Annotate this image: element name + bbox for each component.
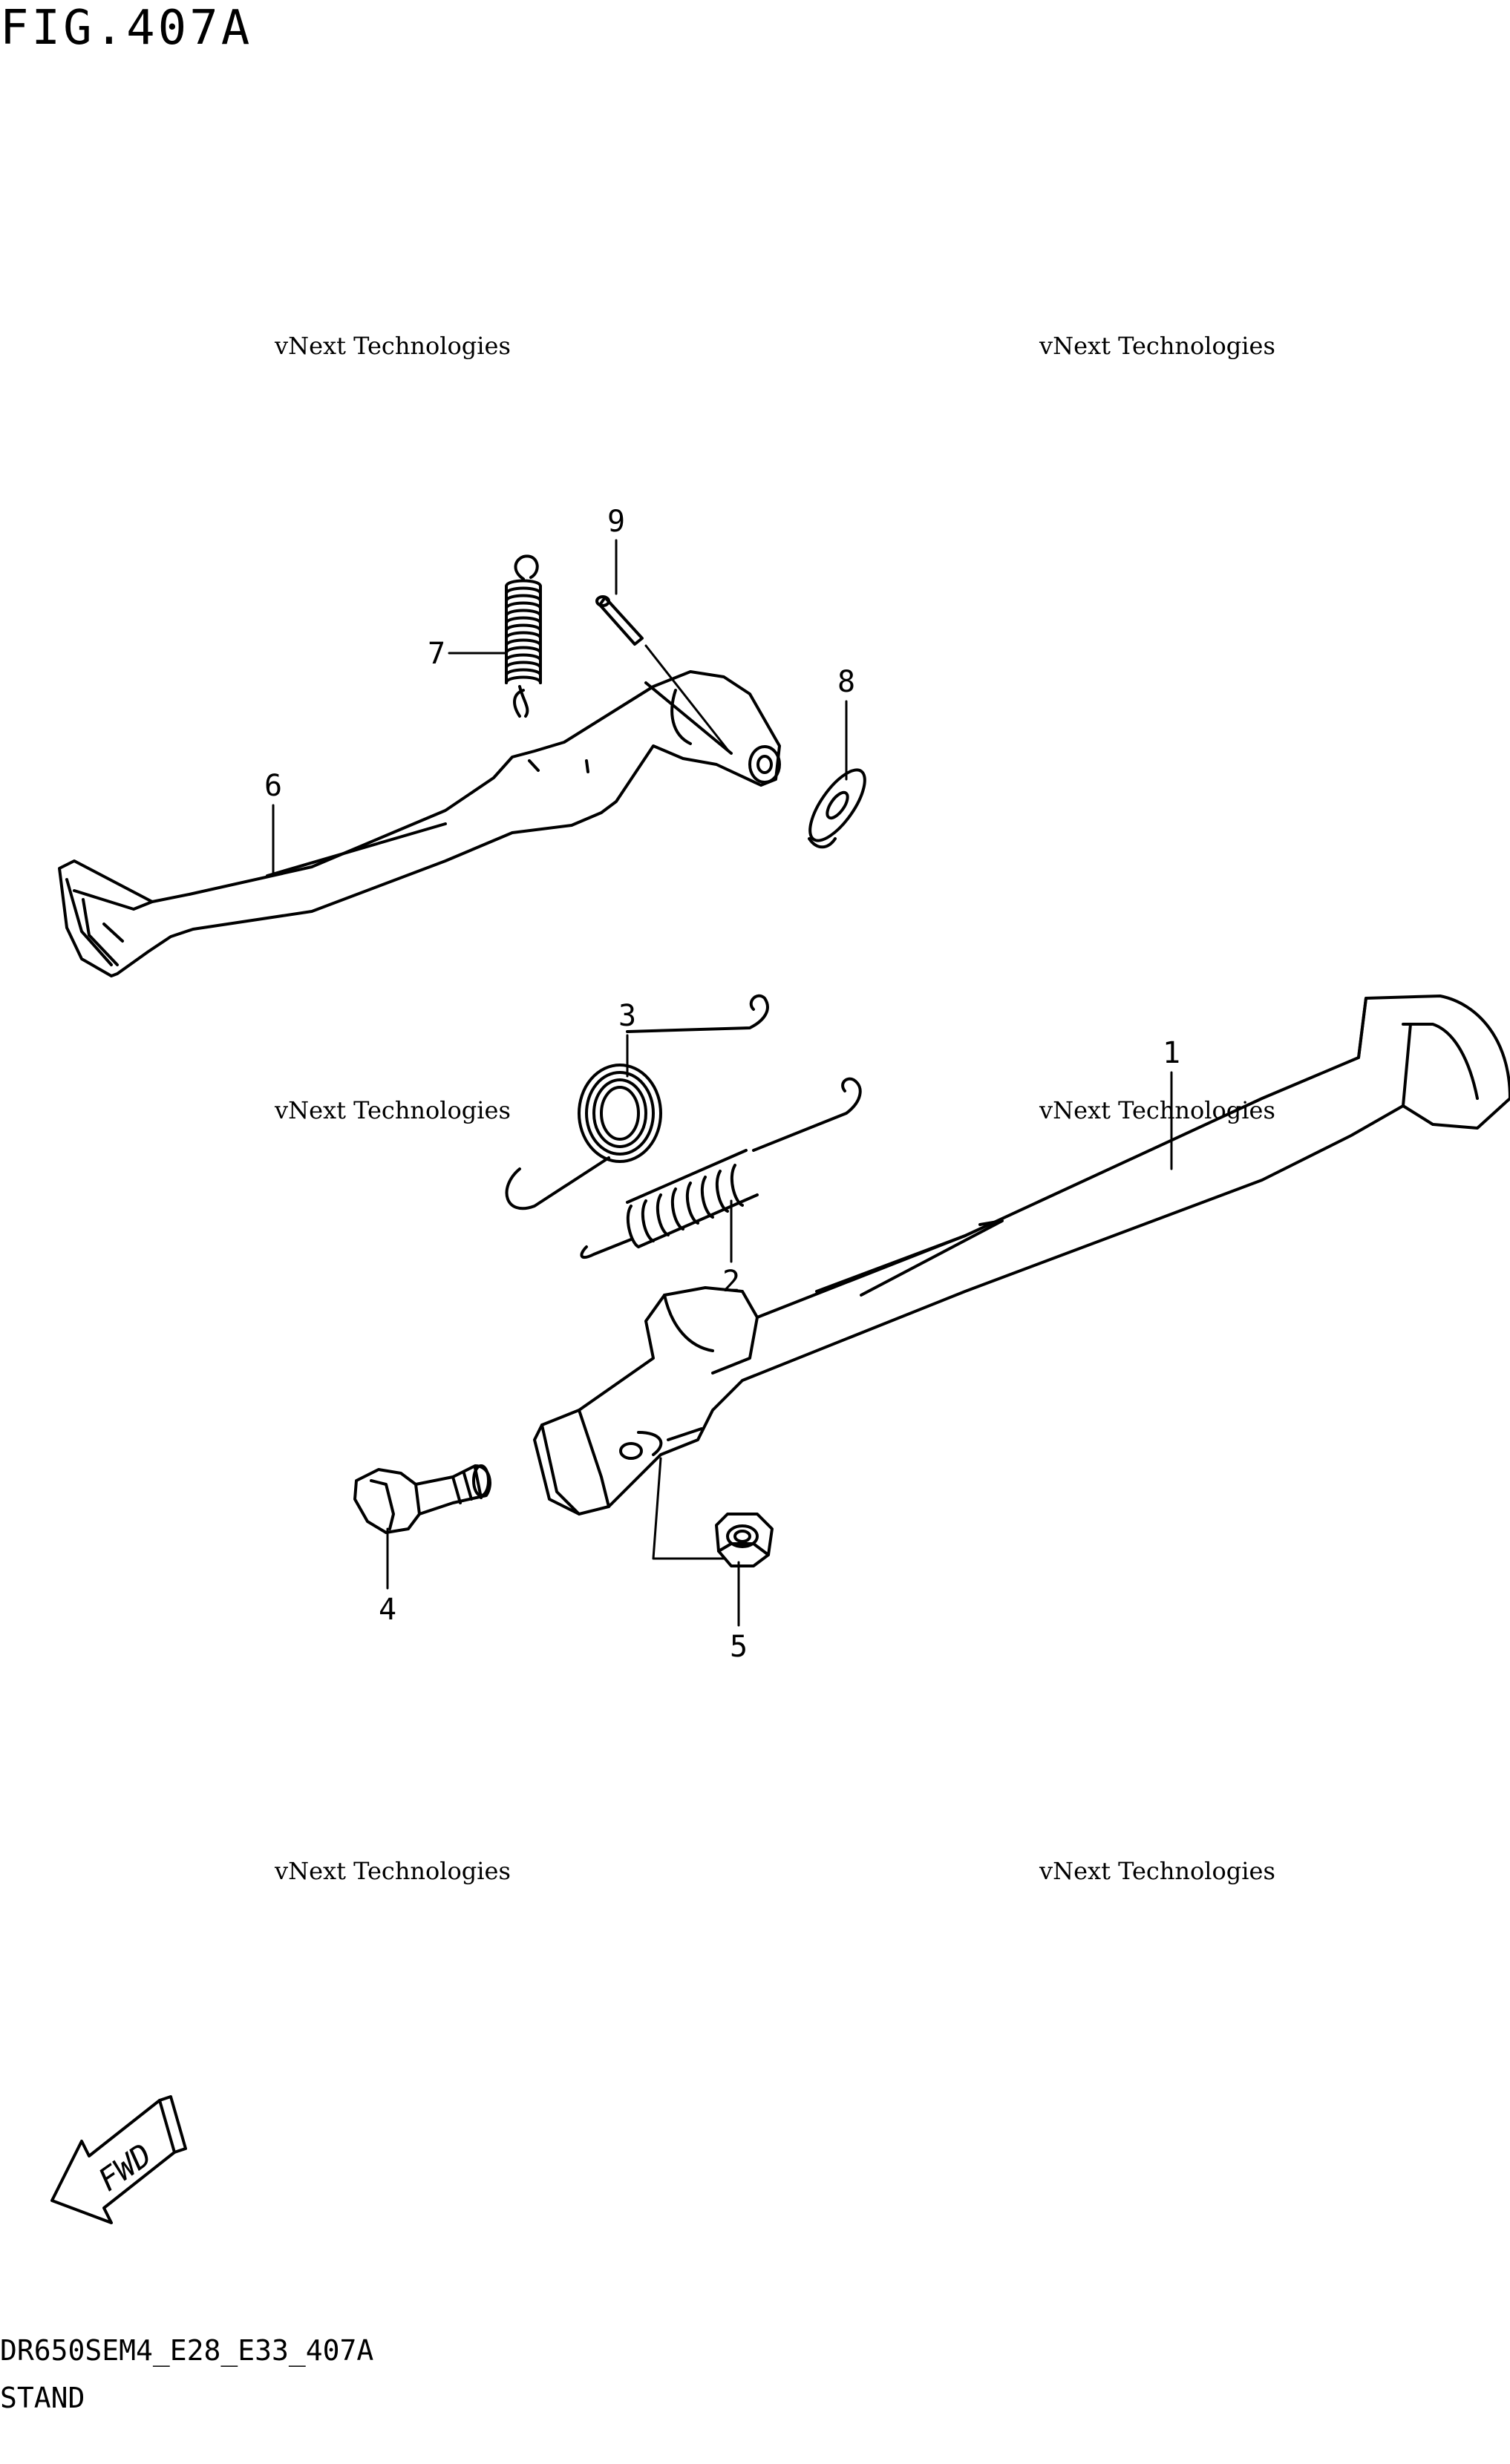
fwd-arrow-icon: FWD — [50, 2095, 187, 2224]
leader-lines — [272, 539, 1173, 1627]
callout-numbers: 1 2 3 4 5 6 7 8 9 — [264, 505, 1180, 1664]
callout-3: 3 — [618, 999, 636, 1033]
diagram-caption: STAND — [0, 2382, 85, 2414]
callout-8: 8 — [837, 665, 855, 699]
callout-6: 6 — [264, 769, 282, 803]
part-2-spring — [580, 1077, 862, 1259]
part-7-spring — [505, 554, 542, 718]
part-9-pin — [595, 595, 644, 646]
figure-title: FIG.407A — [0, 1, 253, 56]
callout-7: 7 — [428, 637, 445, 671]
callout-9: 9 — [607, 505, 625, 539]
part-5-nut — [715, 1513, 774, 1567]
part-8-washer — [808, 768, 866, 849]
diagram-code: DR650SEM4_E28_E33_407A — [0, 2334, 374, 2367]
part-4-bolt — [353, 1464, 491, 1534]
callout-4: 4 — [379, 1593, 396, 1627]
callout-2: 2 — [722, 1265, 740, 1299]
callout-5: 5 — [730, 1630, 748, 1664]
callout-1: 1 — [1163, 1036, 1180, 1070]
part-3-torsion-spring — [505, 994, 769, 1210]
part-1-side-stand — [533, 995, 1510, 1516]
part-6-stand-bracket — [58, 670, 781, 977]
